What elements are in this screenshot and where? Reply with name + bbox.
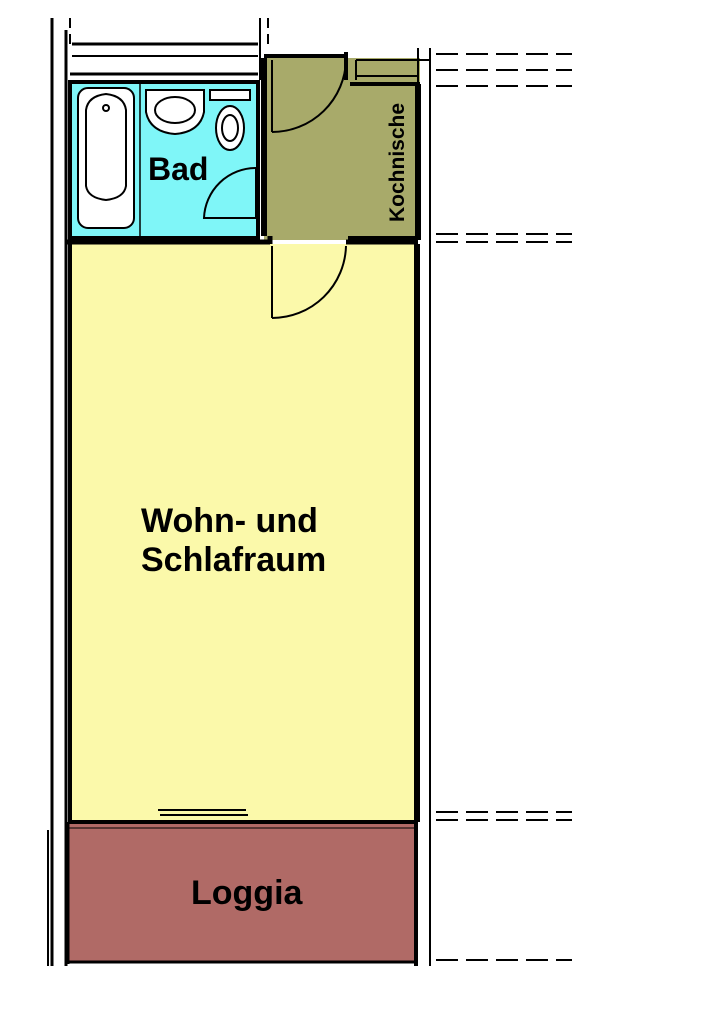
right-neighbor-dashed-walls xyxy=(436,53,572,961)
living-room-area xyxy=(70,244,418,822)
kitchenette-door xyxy=(271,59,347,133)
bath-door xyxy=(202,167,257,219)
bath-label: Bad xyxy=(148,151,208,187)
washbasin xyxy=(145,89,205,136)
loggia-door xyxy=(68,809,418,829)
kitchenette-area xyxy=(264,58,420,240)
kitchenette-label: Kochnische xyxy=(386,103,409,222)
toilet xyxy=(209,89,251,151)
outer-left-wall xyxy=(47,18,68,966)
upper-neighbor-walls xyxy=(69,18,269,80)
loggia-label: Loggia xyxy=(191,874,304,912)
bathtub xyxy=(77,87,135,229)
living-room-label-line1: Wohn- und xyxy=(141,502,318,540)
living-room-label-line2: Schlafraum xyxy=(141,541,326,579)
loggia-walls xyxy=(66,822,418,964)
living-room-walls xyxy=(66,236,420,822)
loggia-area xyxy=(68,822,418,962)
bath-walls xyxy=(68,80,260,240)
living-room-door xyxy=(271,245,347,319)
